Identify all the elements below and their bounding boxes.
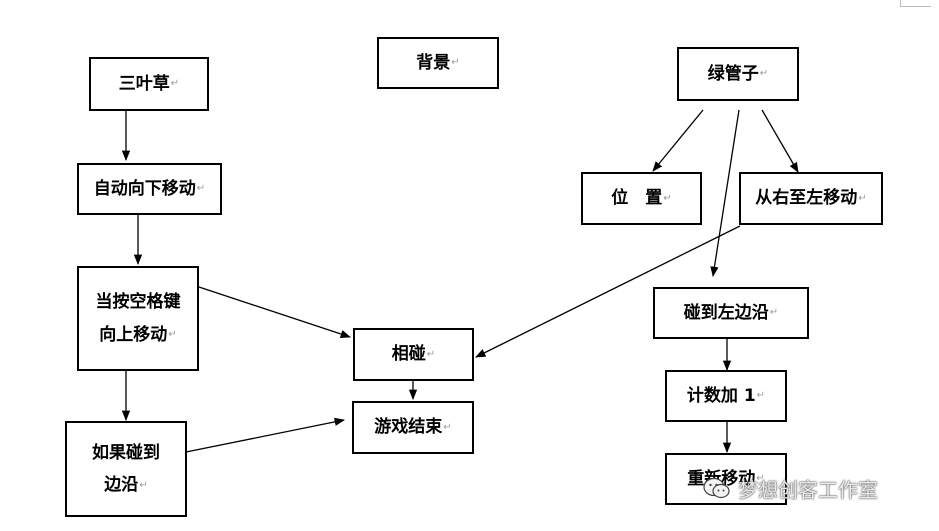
watermark: 梦想创客工作室 <box>702 474 878 503</box>
node-auto-move-down-label: 自动向下移动 <box>93 178 196 199</box>
node-hit-edge-line1: 如果碰到 <box>92 442 160 463</box>
node-hit-edge-line2: 边沿 <box>104 475 139 495</box>
node-space-key: 当按空格键 向上移动↵ <box>77 266 199 371</box>
arrow-pipe-to-hit-left-edge <box>710 109 740 278</box>
arrow-hit-edge-to-game-over <box>185 417 346 453</box>
paragraph-mark: ↵ <box>769 307 779 319</box>
node-collide: 相碰↵ <box>353 328 474 381</box>
paragraph-mark: ↵ <box>170 78 180 90</box>
page-corner-mark <box>900 0 931 7</box>
paragraph-mark: ↵ <box>196 183 206 195</box>
paragraph-mark: ↵ <box>139 479 148 491</box>
node-auto-move-down: 自动向下移动↵ <box>77 163 222 215</box>
node-game-over: 游戏结束↵ <box>352 401 474 454</box>
paragraph-mark: ↵ <box>756 390 766 402</box>
paragraph-mark: ↵ <box>443 421 452 433</box>
node-game-over-label: 游戏结束 <box>374 417 443 438</box>
node-green-pipe: 绿管子↵ <box>677 47 799 101</box>
node-hit-left-edge: 碰到左边沿↵ <box>653 287 809 339</box>
node-green-pipe-label: 绿管子 <box>707 63 759 84</box>
node-hit-edge: 如果碰到 边沿↵ <box>65 421 187 517</box>
node-space-key-line2: 向上移动 <box>99 324 168 345</box>
paragraph-mark: ↵ <box>168 329 177 340</box>
paragraph-mark: ↵ <box>756 473 765 485</box>
watermark-text: 梦想创客工作室 <box>738 478 878 502</box>
node-position: 位 置↵ <box>581 172 702 225</box>
node-hit-left-edge-label: 碰到左边沿 <box>683 302 769 323</box>
arrow-pipe-to-move-left <box>761 109 799 173</box>
node-clover-label: 三叶草 <box>118 73 170 94</box>
paragraph-mark: ↵ <box>858 192 867 204</box>
node-background: 背景↵ <box>377 37 499 89</box>
node-move-right-to-left: 从右至左移动↵ <box>739 172 883 225</box>
node-count-plus-one: 计数加 1↵ <box>665 370 787 422</box>
node-background-label: 背景 <box>416 52 451 73</box>
wechat-logo-icon <box>703 477 730 498</box>
arrow-move-left-to-collide <box>475 225 741 358</box>
paragraph-mark: ↵ <box>426 348 436 360</box>
paragraph-mark: ↵ <box>451 57 460 69</box>
paragraph-mark: ↵ <box>759 68 769 80</box>
node-clover: 三叶草↵ <box>89 57 209 111</box>
paragraph-mark: ↵ <box>663 192 672 204</box>
node-position-label: 位 置 <box>611 188 663 209</box>
node-collide-label: 相碰 <box>391 344 426 365</box>
arrow-space-key-to-collide <box>198 286 351 339</box>
arrow-pipe-to-position <box>652 109 704 172</box>
node-space-key-line1: 当按空格键 <box>95 292 181 313</box>
node-move-right-to-left-label: 从右至左移动 <box>755 188 858 209</box>
node-count-plus-one-label: 计数加 1 <box>686 385 756 406</box>
